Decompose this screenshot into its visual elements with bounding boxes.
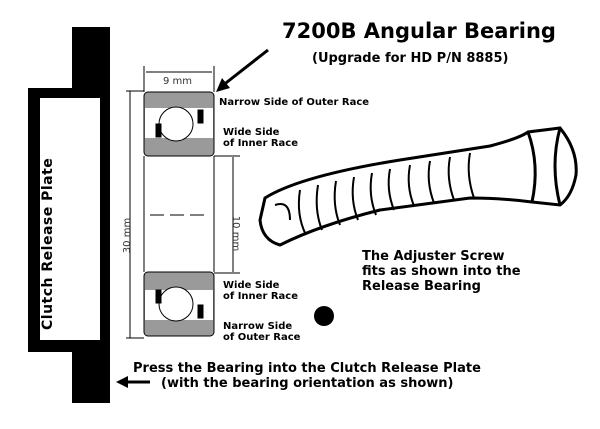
instruction-line-2: (with the bearing orientation as shown) [161,376,454,391]
label-narrow-outer-bottom-1: Narrow Side [223,321,293,332]
adjuster-screw-illustration [258,126,578,247]
label-wide-inner-top-1: Wide Side [223,127,280,138]
screw-note-line-2: fits as shown into the [362,264,521,279]
title: 7200B Angular Bearing [282,19,556,43]
label-wide-inner-bottom-2: of Inner Race [223,291,299,302]
bearing-cross-section [143,91,215,337]
plate-label: Clutch Release Plate [40,157,56,330]
dimension-inner: 10 mm [230,215,242,252]
dimension-outer: 30 mm [122,217,134,254]
instruction-line-1: Press the Bearing into the Clutch Releas… [133,361,481,376]
label-wide-inner-top-2: of Inner Race [223,138,299,149]
pointer-arrow-title [216,48,269,92]
clutch-release-plate [28,27,110,403]
label-narrow-outer-bottom-2: of Outer Race [223,332,301,343]
dimension-width: 9 mm [163,76,193,87]
screw-note-line-1: The Adjuster Screw [362,249,505,264]
screw-note-line-3: Release Bearing [362,279,481,294]
subtitle: (Upgrade for HD P/N 8885) [312,51,509,66]
ixl-logo [314,306,334,326]
label-narrow-outer-top: Narrow Side of Outer Race [219,97,370,108]
pointer-arrow-plate [116,376,150,388]
dimension-lines [126,66,240,339]
label-wide-inner-bottom-1: Wide Side [223,280,280,291]
